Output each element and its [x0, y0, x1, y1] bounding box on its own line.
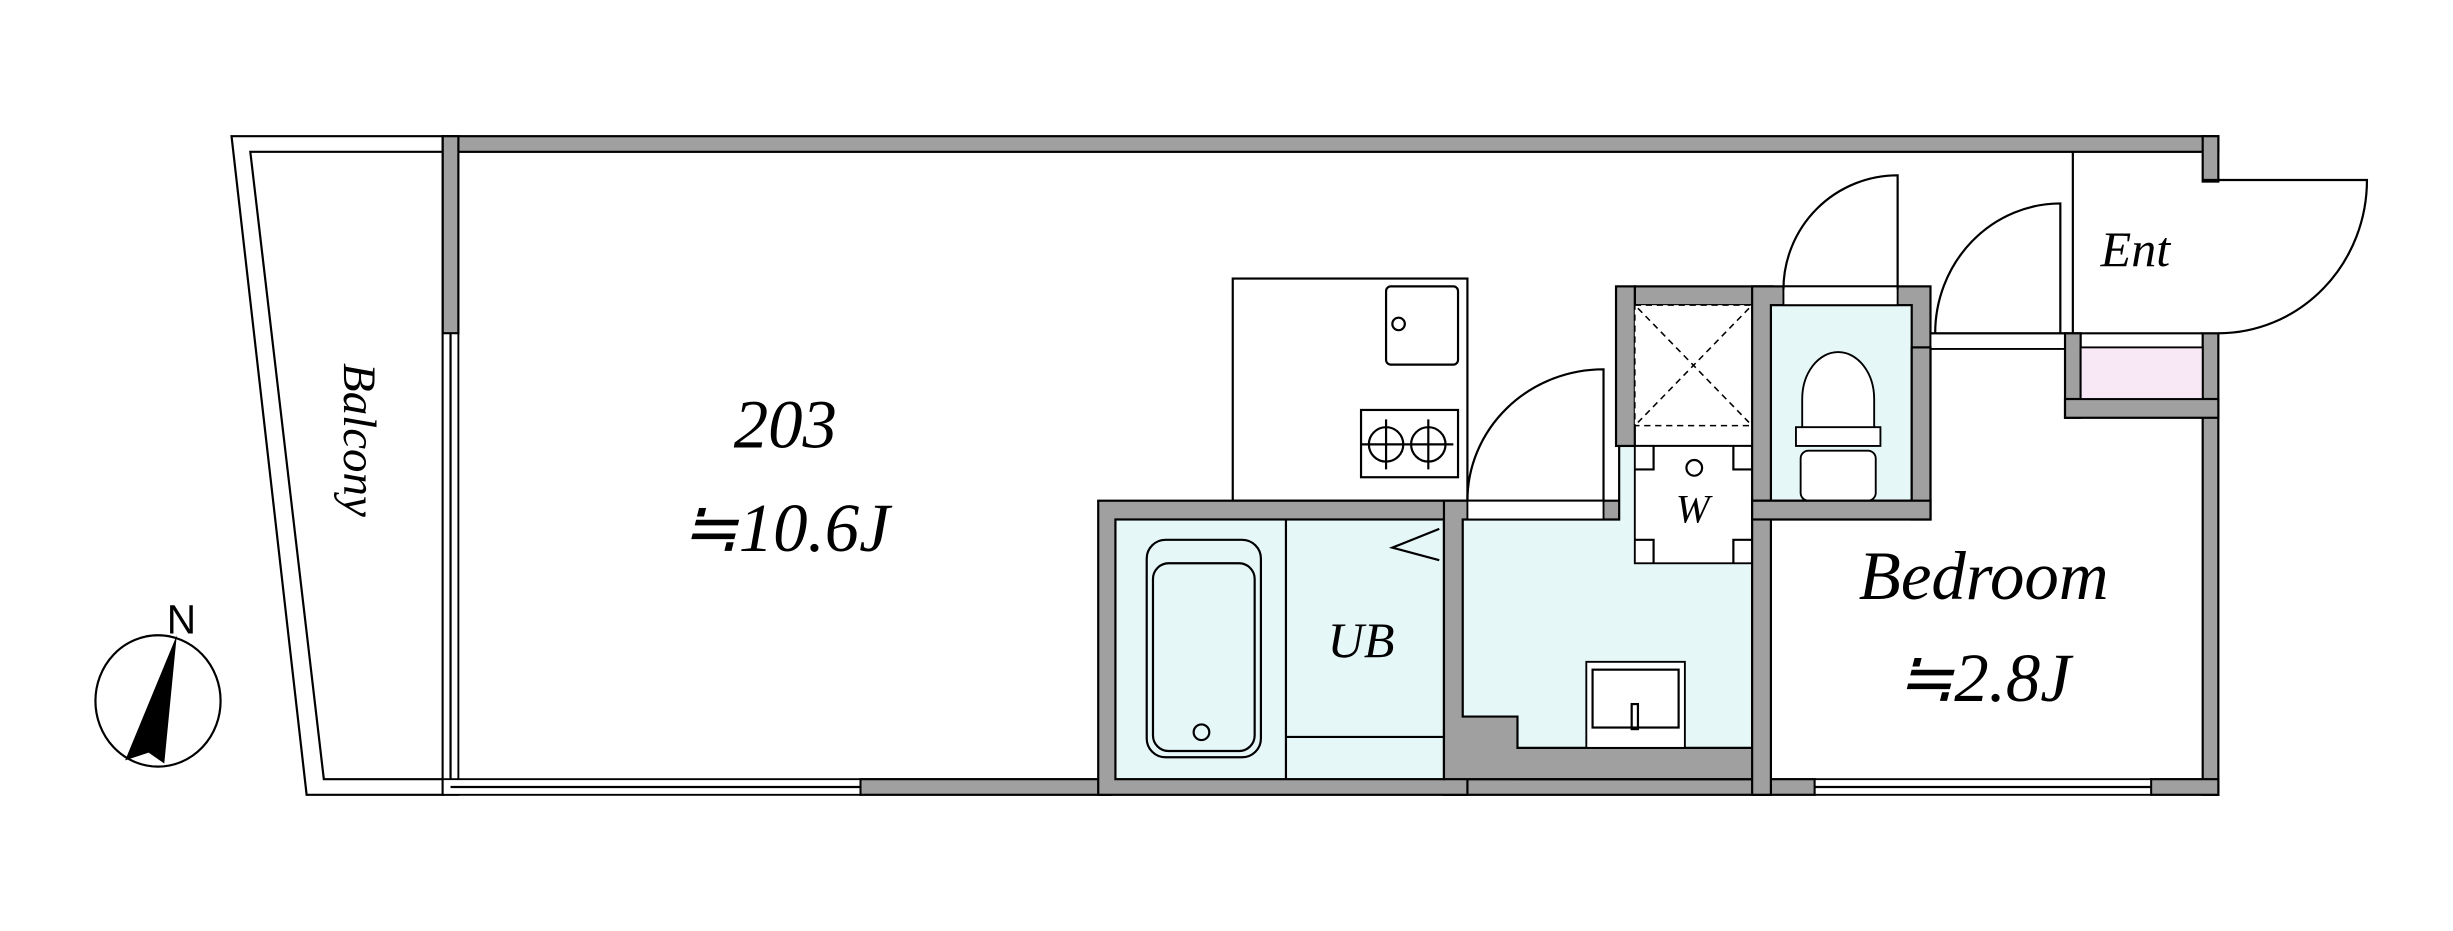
compass-north-label: N	[167, 597, 196, 643]
unit-number: 203	[734, 387, 837, 463]
bedroom-label: Bedroom	[1859, 538, 2109, 614]
entrance: Ent	[1929, 151, 2369, 419]
entrance-label: Ent	[2100, 221, 2172, 277]
sink-icon	[1384, 285, 1460, 366]
washroom-door-icon	[1466, 368, 1605, 501]
toilet-icon	[1795, 351, 1882, 502]
bedroom: Bedroom ≒2.8J	[1751, 346, 2109, 796]
bathtub-icon	[1145, 538, 1263, 759]
washing-machine-space: W	[1633, 445, 1754, 565]
shoe-box	[2079, 346, 2204, 400]
bath-door-icon	[1388, 527, 1440, 562]
main-room-area: ≒10.6J	[681, 490, 893, 566]
bedroom-area: ≒2.8J	[1897, 640, 2075, 716]
washer-label: W	[1676, 487, 1713, 532]
unit-bath: UB	[1097, 499, 1469, 796]
outer-walls	[441, 135, 2220, 796]
balcony: Balcony	[230, 135, 444, 796]
stove-icon	[1359, 408, 1460, 479]
toilet-room	[1751, 174, 1932, 521]
entrance-door-icon	[2202, 178, 2369, 335]
balcony-label: Balcony	[333, 363, 385, 517]
storage-shelf	[1634, 304, 1753, 427]
vanity-sink-icon	[1585, 660, 1686, 749]
hall-door-icon	[1934, 202, 2062, 334]
bath-label: UB	[1328, 612, 1395, 668]
kitchen-counter	[1231, 277, 1469, 502]
washroom: W	[1442, 285, 1774, 781]
compass-icon: N	[94, 597, 222, 768]
toilet-door-icon	[1782, 174, 1899, 290]
